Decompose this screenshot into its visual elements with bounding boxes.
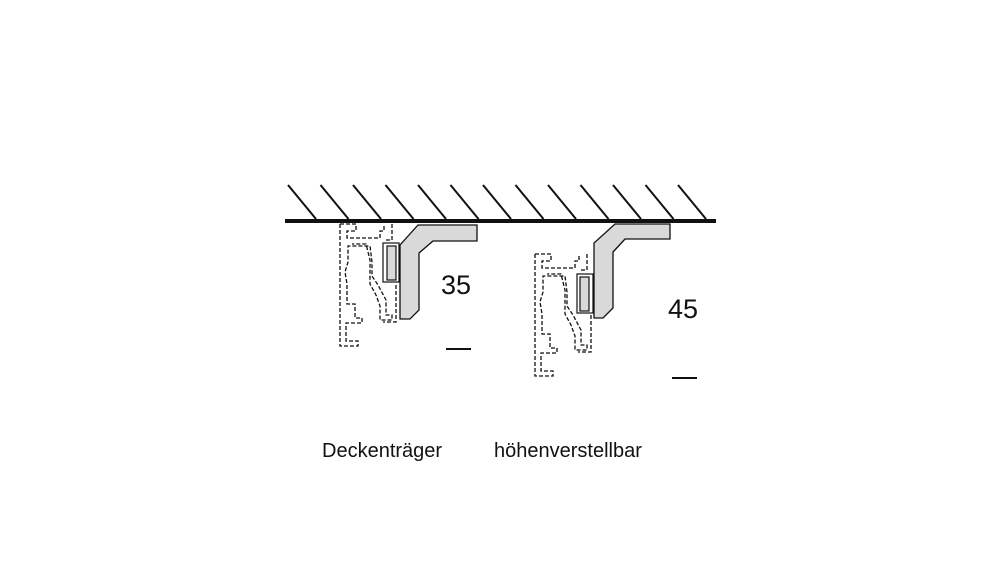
rail-profile-right (534, 253, 592, 377)
caption-left: Deckenträger (322, 440, 443, 462)
hatch-line (417, 184, 447, 220)
hatch-line (384, 184, 415, 220)
hatch-line (579, 184, 610, 220)
rail-profile-left (339, 223, 397, 347)
connector-outline-right (576, 273, 594, 314)
caption-right: höhenverstellbar (494, 440, 642, 462)
dimension-label-right: 45 (668, 294, 699, 324)
hatch-line (547, 184, 577, 220)
bracket-right (593, 223, 671, 319)
bracket-left (399, 224, 478, 320)
hatch-line (644, 184, 675, 220)
ceiling-hatching (287, 184, 707, 220)
hatch-line (612, 184, 642, 220)
hatch-line (482, 184, 512, 220)
hatch-line (449, 184, 480, 220)
hatch-line (287, 184, 317, 220)
hatch-line (514, 184, 545, 220)
connector-outline-left (382, 242, 400, 283)
connector-block-left (386, 245, 397, 281)
hatch-line (319, 184, 350, 220)
hatch-line (677, 184, 707, 220)
dimension-label-left: 35 (441, 270, 472, 300)
connector-block-right (579, 276, 590, 312)
hatch-line (352, 184, 382, 220)
